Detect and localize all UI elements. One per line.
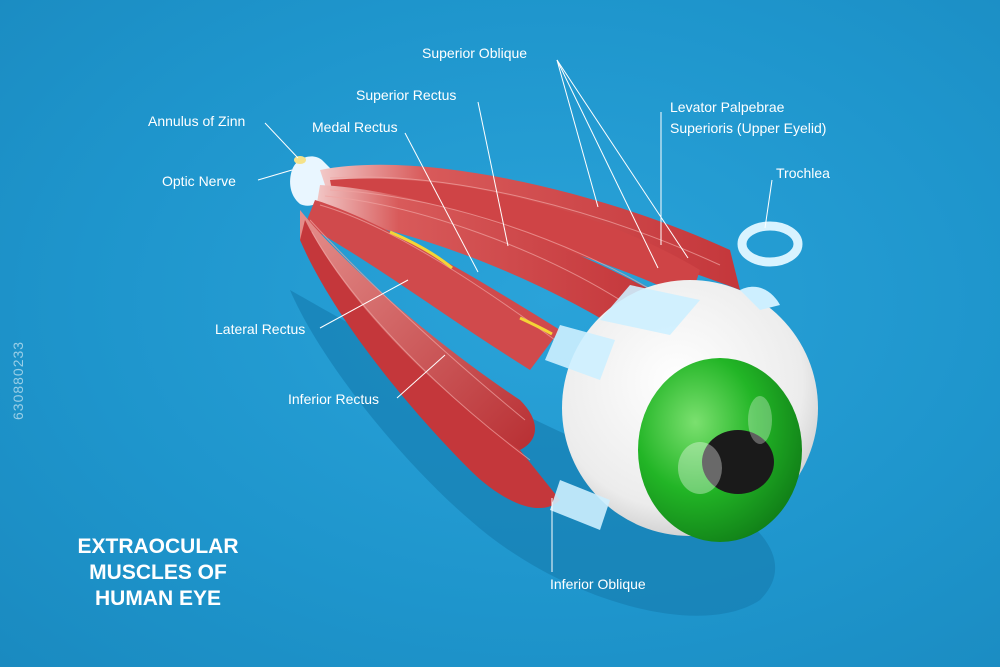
label-lateral-rectus: Lateral Rectus [215, 321, 306, 337]
label-medal-rectus: Medal Rectus [312, 119, 398, 135]
label-trochlea: Trochlea [776, 165, 830, 181]
leader-lines [257, 59, 773, 572]
muscle-bundle [300, 164, 740, 509]
label-levator-line2: Superioris (Upper Eyelid) [670, 120, 827, 136]
diagram-title: EXTRAOCULAR MUSCLES OF HUMAN EYE [48, 534, 268, 612]
title-line-1: EXTRAOCULAR [77, 535, 239, 558]
leader-medal-rectus [404, 132, 479, 273]
label-optic-nerve: Optic Nerve [162, 173, 236, 189]
leader-annulus [264, 122, 299, 159]
leader-superior-rectus [477, 101, 509, 247]
leader-superior-oblique-3 [556, 59, 689, 259]
label-inferior-oblique: Inferior Oblique [550, 576, 646, 592]
leader-optic-nerve [257, 169, 293, 181]
watermark-id: 630880233 [10, 340, 26, 420]
label-inferior-rectus: Inferior Rectus [288, 391, 380, 407]
trochlea-ring [737, 221, 803, 310]
leader-superior-oblique-2 [556, 59, 659, 269]
leader-lateral-rectus [319, 279, 409, 329]
eyeball [545, 280, 818, 542]
label-levator-line1: Levator Palpebrae [670, 99, 785, 115]
label-superior-oblique: Superior Oblique [422, 45, 528, 61]
leader-trochlea [764, 179, 773, 229]
label-superior-rectus: Superior Rectus [356, 87, 457, 103]
leader-superior-oblique-1 [556, 59, 599, 208]
leader-inferior-rectus [396, 354, 446, 399]
title-line-2: MUSCLES OF [89, 561, 227, 584]
title-line-3: HUMAN EYE [94, 587, 221, 610]
label-annulus-of-zinn: Annulus of Zinn [148, 113, 246, 129]
